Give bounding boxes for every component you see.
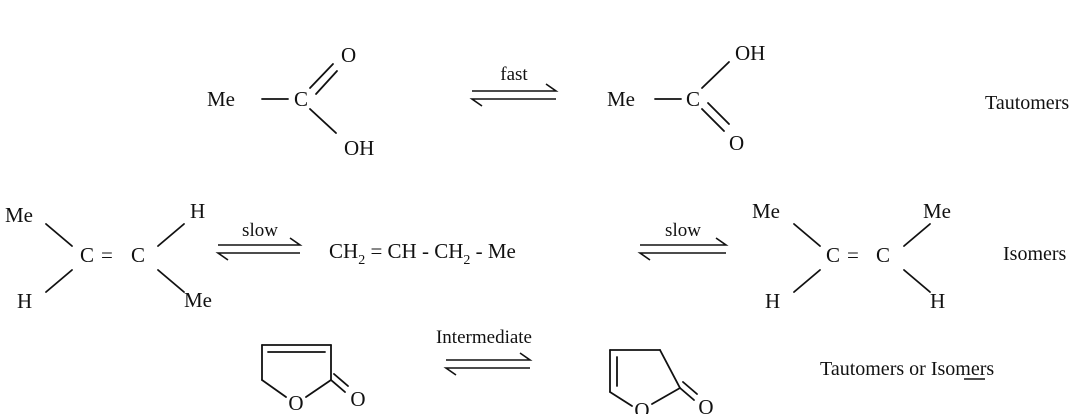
carbon-label: C [686,87,700,111]
oxygen-label: O [341,43,356,67]
h-c-bond [903,269,931,293]
me-c-bond [903,223,931,247]
hydrogen-label: H [930,289,945,313]
forward-arrow [472,83,559,92]
double-bond-sign: = [847,243,859,267]
h-c-bond [157,223,185,247]
me-c-bond [793,223,821,247]
c-o-double-bond-a [701,108,725,132]
carbonyl-oxygen-label: O [350,387,365,411]
me-c-bond [157,269,185,293]
reverse-arrow [469,98,556,107]
c-o-double-bond-b [315,70,338,95]
methyl-label: Me [607,87,635,111]
ring-oxygen-label: O [634,398,649,414]
carbon-label: C [294,87,308,111]
classification-tautomers: Tautomers [985,92,1069,114]
me-c-bond [45,223,73,247]
methyl-label: Me [923,199,951,223]
ring-bond [261,379,287,398]
forward-arrow [218,237,303,246]
row-3-butenolide: O O Intermediate O O Tautomers or Isomer… [261,327,994,414]
carbon-label: C [80,243,94,267]
methyl-label: Me [207,87,235,111]
hydrogen-label: H [17,289,32,313]
reverse-arrow [443,367,530,376]
reverse-arrow [215,252,300,261]
reverse-arrow [637,252,726,261]
c-o-double-bond-a [309,63,334,89]
row-1-acetic-acid: Me C O OH fast Me C OH O Tautomers [207,41,1069,160]
ring-bond [609,391,633,407]
methyl-label: Me [5,203,33,227]
c-oh-bond [701,61,730,89]
double-bond-sign: = [101,243,113,267]
ring-bond [305,379,332,398]
hydrogen-label: H [765,289,780,313]
carbonyl-oxygen-label: O [698,395,713,414]
arrow-label-slow: slow [665,220,701,241]
exo-double-bond-a [330,379,346,393]
forward-arrow [640,237,729,246]
classification-isomers: Isomers [1003,243,1067,265]
ring-oxygen-label: O [288,391,303,414]
ring-bond [659,349,681,389]
hydrogen-label: H [190,199,205,223]
row-2-butene: Me H C = C H Me slow CH2 = CH - CH2 - Me… [5,199,1067,313]
hydroxyl-label: OH [735,41,765,65]
arrow-label-fast: fast [500,64,528,85]
ring-bond [651,387,681,405]
exo-double-bond-a [679,387,695,401]
carbon-label: C [876,243,890,267]
butene-formula: CH2 = CH - CH2 - Me [329,239,516,268]
h-c-bond [45,269,73,293]
forward-arrow [446,352,533,361]
c-o-double-bond-b [707,102,730,125]
c-oh-bond [309,108,337,134]
carbon-label: C [826,243,840,267]
classification-tautomers-or-isomers: Tautomers or Isomers [820,358,994,380]
oxygen-label: O [729,131,744,155]
exo-double-bond-b [682,381,698,395]
methyl-label: Me [184,288,212,312]
carbon-label: C [131,243,145,267]
h-c-bond [793,269,821,293]
exo-double-bond-b [333,373,349,387]
hydroxyl-label: OH [344,136,374,160]
arrow-label-slow: slow [242,220,278,241]
arrow-label-intermediate: Intermediate [436,327,532,348]
methyl-label: Me [752,199,780,223]
